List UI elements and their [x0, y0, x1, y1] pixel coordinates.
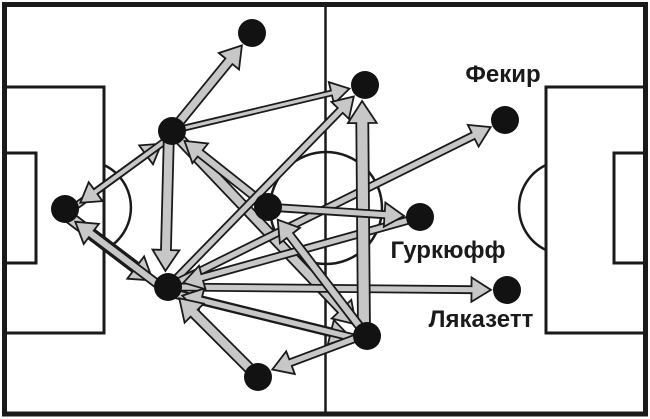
goal-box-right [612, 151, 647, 265]
pass-arrow [169, 44, 243, 132]
player-dot [244, 363, 272, 391]
player-dot [238, 19, 266, 47]
player-dot [254, 193, 282, 221]
player-dot [154, 273, 182, 301]
goal-box-left [3, 151, 38, 265]
pass-arrow [178, 297, 260, 379]
player-dot [158, 117, 186, 145]
player-dot [491, 106, 519, 134]
pass-arrow [73, 220, 167, 293]
pass-arrow [270, 200, 406, 229]
pass-arrow [276, 218, 369, 337]
player-label-gourcuff: Гуркюфф [390, 237, 506, 264]
pass-arrow [270, 331, 365, 376]
player-label-lacazette: Ляказетт [428, 306, 534, 333]
pass-arrow [174, 80, 352, 134]
pass-arrow [167, 95, 355, 288]
pass-arrow [78, 132, 175, 204]
penalty-arc-right [517, 163, 547, 252]
player-dot [353, 322, 381, 350]
player-dot [351, 71, 379, 99]
pass-arrow [150, 133, 182, 273]
pass-arrow [168, 123, 493, 290]
player-dot [406, 203, 434, 231]
player-dot [51, 195, 79, 223]
player-label-fekir: Фекир [465, 61, 541, 88]
player-dot [493, 276, 521, 304]
